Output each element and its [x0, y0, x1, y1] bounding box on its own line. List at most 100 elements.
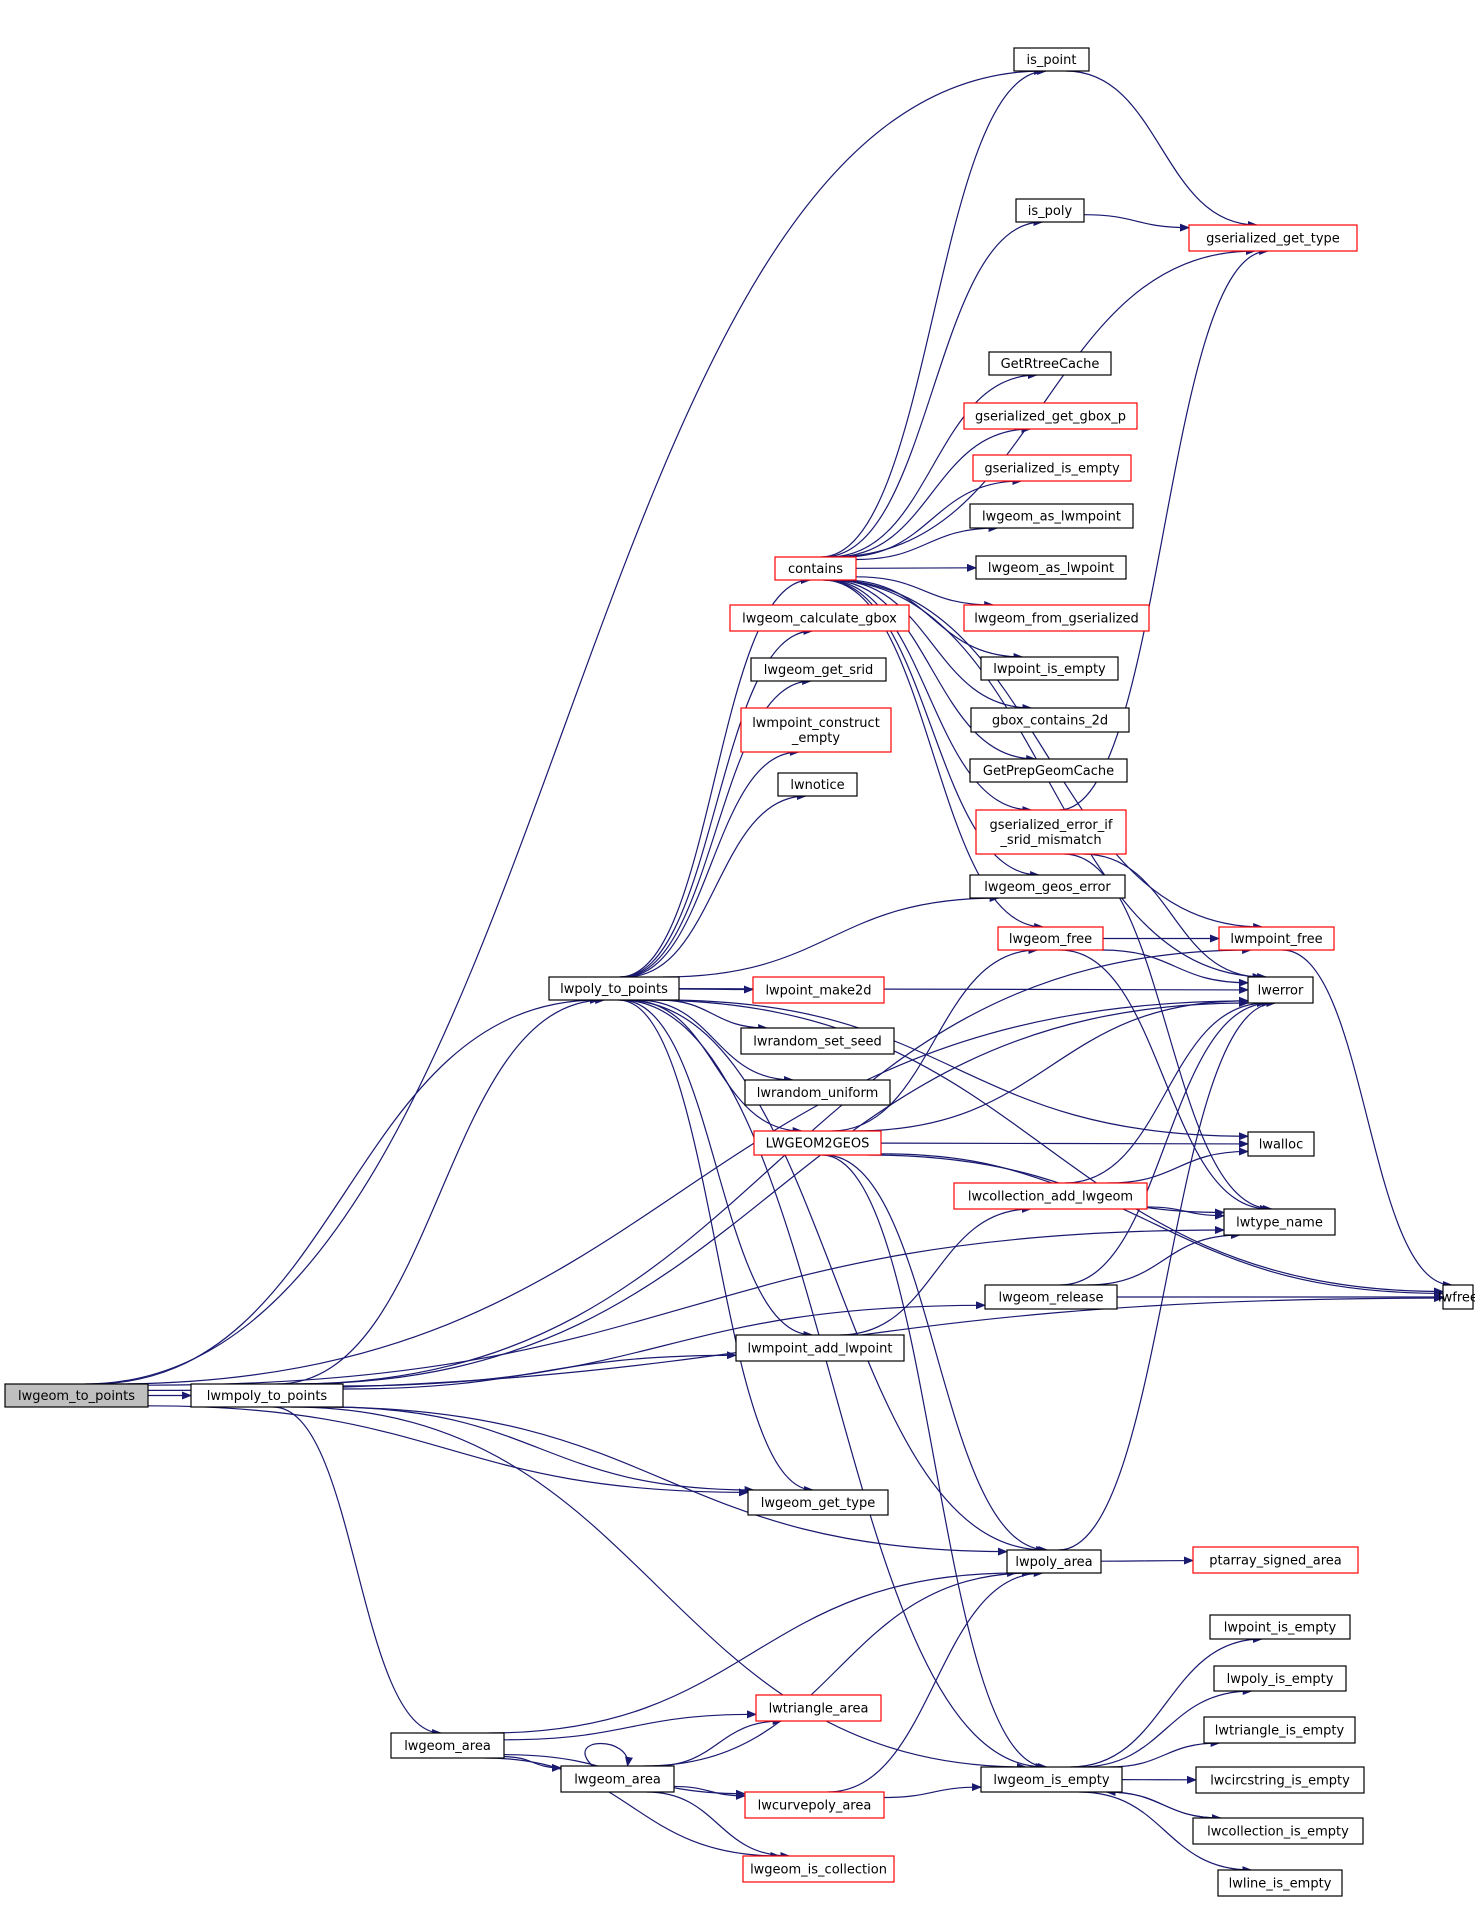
node-label: LWGEOM2GEOS [766, 1137, 870, 1152]
node-label: is_poly [1028, 204, 1073, 219]
node-lwgeom_as_lwmpoint[interactable]: lwgeom_as_lwmpoint [969, 503, 1134, 529]
node-gserialized_is_empty[interactable]: gserialized_is_empty [972, 454, 1132, 482]
node-box [1209, 1614, 1351, 1640]
node-lwfree[interactable]: lwfree [1438, 1284, 1475, 1310]
node-box [740, 1027, 895, 1055]
node-lwalloc[interactable]: lwalloc [1247, 1131, 1315, 1157]
node-GetPrepGeomCache[interactable]: GetPrepGeomCache [969, 758, 1128, 783]
node-box [969, 503, 1134, 529]
node-lwgeom_geos_error[interactable]: lwgeom_geos_error [969, 874, 1126, 899]
node-lwgeom_area_outer[interactable]: lwgeom_area [390, 1732, 505, 1759]
node-gserialized_error_if_srid_mismatch[interactable]: gserialized_error_if_srid_mismatch [975, 809, 1127, 855]
node-label: lwfree [1438, 1291, 1475, 1306]
node-GetRtreeCache[interactable]: GetRtreeCache [988, 351, 1112, 376]
node-lwgeom_release[interactable]: lwgeom_release [984, 1284, 1118, 1310]
edge-lwmpoly_to_points-to-lwpoly_to_points [276, 996, 606, 1385]
node-lwmpoint_construct_empty[interactable]: lwmpoint_construct_empty [740, 707, 892, 753]
edge-lwgeom_area_outer-to-lwgeom_is_collection [485, 1757, 781, 1860]
node-label: lwrandom_uniform [757, 1086, 879, 1101]
node-lwrandom_set_seed[interactable]: lwrandom_set_seed [740, 1027, 895, 1055]
node-box [742, 1855, 895, 1883]
node-lwcollection_is_empty[interactable]: lwcollection_is_empty [1192, 1817, 1364, 1845]
node-lwpoly_area[interactable]: lwpoly_area [1006, 1549, 1102, 1574]
edge-lwmpoly_to_points-to-lwgeom_get_type [326, 1406, 755, 1494]
node-label: _srid_mismatch [999, 833, 1101, 848]
edge-lwmpoly_to_points-to-lwgeom_area_outer [272, 1406, 443, 1737]
node-lwpoint_is_empty[interactable]: lwpoint_is_empty [1209, 1614, 1351, 1640]
node-box [980, 656, 1119, 681]
node-box [984, 1284, 1118, 1310]
node-lwcurvepoly_area[interactable]: lwcurvepoly_area [744, 1791, 885, 1819]
node-LWGEOM2GEOS[interactable]: LWGEOM2GEOS [753, 1130, 882, 1156]
node-label: lwtype_name [1236, 1216, 1323, 1231]
node-lwmpoint_free[interactable]: lwmpoint_free [1218, 926, 1335, 951]
node-lwmpoly_to_points[interactable]: lwmpoly_to_points [190, 1383, 344, 1408]
edge-lwgeom_area_inner-to-lwtriangle_area [654, 1717, 783, 1767]
edge-lwcollection_add_lwgeom-to-lwalloc [1108, 1147, 1249, 1184]
node-lwcollection_add_lwgeom[interactable]: lwcollection_add_lwgeom [953, 1182, 1148, 1210]
node-lwline_is_empty[interactable]: lwline_is_empty [1217, 1869, 1343, 1897]
node-label: lwrandom_set_seed [753, 1035, 882, 1050]
edge-lwpoly_to_points-to-lwpoly_area [622, 999, 1047, 1554]
node-label: gserialized_get_type [1206, 232, 1340, 247]
node-box [1015, 198, 1085, 223]
node-box [1217, 1869, 1343, 1897]
node-lwgeom_get_srid[interactable]: lwgeom_get_srid [750, 657, 887, 682]
edge-contains-to-gserialized_error_if_srid_mismatch [825, 579, 1033, 814]
edge-lwgeom_release-to-lwtype_name [1087, 1231, 1241, 1286]
node-lwgeom_as_lwpoint[interactable]: lwgeom_as_lwpoint [975, 555, 1127, 580]
node-lwtriangle_area[interactable]: lwtriangle_area [755, 1694, 882, 1722]
node-gserialized_get_type[interactable]: gserialized_get_type [1188, 224, 1358, 252]
node-lwnotice[interactable]: lwnotice [777, 772, 858, 797]
node-lwpoly_to_points[interactable]: lwpoly_to_points [548, 976, 680, 1001]
node-lwtriangle_is_empty[interactable]: lwtriangle_is_empty [1203, 1716, 1356, 1744]
node-contains[interactable]: contains [774, 556, 857, 581]
node-root[interactable]: lwgeom_to_points [4, 1383, 149, 1408]
edge-lwgeom_free-to-lwtype_name [1059, 949, 1270, 1213]
node-lwgeom_get_type[interactable]: lwgeom_get_type [747, 1489, 889, 1516]
node-label: lwpoint_make2d [765, 984, 871, 999]
node-gbox_contains_2d[interactable]: gbox_contains_2d [970, 707, 1130, 733]
edge-lwpoly_to_points-to-lwgeom_get_type [618, 999, 815, 1494]
node-lwgeom_from_gserialized[interactable]: lwgeom_from_gserialized [963, 604, 1150, 632]
edge-root-to-lwpoly_to_points [91, 996, 600, 1385]
node-label: lwcollection_is_empty [1207, 1825, 1349, 1840]
node-label: contains [788, 562, 843, 577]
edge-LWGEOM2GEOS-to-lwfree [867, 1154, 1444, 1298]
node-box [735, 1334, 905, 1362]
node-lwgeom_is_collection[interactable]: lwgeom_is_collection [742, 1855, 895, 1883]
edge-lwgeom_area_inner-to-lwgeom_is_collection [646, 1791, 791, 1860]
node-label: lwgeom_area [404, 1739, 491, 1754]
node-box [755, 1694, 882, 1722]
node-lwgeom_calculate_gbox[interactable]: lwgeom_calculate_gbox [729, 604, 910, 632]
node-lwpoly_is_empty[interactable]: lwpoly_is_empty [1213, 1665, 1347, 1692]
edge-lwgeom_area_inner-to-lwgeom_area_inner [584, 1742, 633, 1767]
node-lwgeom_area_inner[interactable]: lwgeom_area [560, 1765, 675, 1793]
edge-lwcollection_add_lwgeom-to-lwtype_name [1146, 1206, 1225, 1220]
edge-root-to-lwerror [110, 996, 1249, 1385]
node-label: lwgeom_is_collection [750, 1863, 887, 1878]
node-box [4, 1383, 149, 1408]
edge-contains-to-gbox_contains_2d [833, 579, 1033, 712]
node-lwmpoint_add_lwpoint[interactable]: lwmpoint_add_lwpoint [735, 1334, 905, 1362]
node-is_poly[interactable]: is_poly [1015, 198, 1085, 223]
node-gserialized_get_gbox_p[interactable]: gserialized_get_gbox_p [963, 402, 1138, 430]
node-label: lwmpoint_construct [752, 716, 880, 731]
edge-lwpoly_to_points-to-lwgeom_geos_error [662, 894, 1000, 978]
node-lwpoint_make2d[interactable]: lwpoint_make2d [752, 976, 885, 1004]
node-lwtype_name[interactable]: lwtype_name [1223, 1208, 1336, 1236]
node-lwpoint_is_empty_top[interactable]: lwpoint_is_empty [980, 656, 1119, 681]
node-lwcircstring_is_empty[interactable]: lwcircstring_is_empty [1195, 1766, 1365, 1794]
node-box [1192, 1817, 1364, 1845]
node-lwerror[interactable]: lwerror [1247, 976, 1314, 1004]
node-label: lwmpoint_add_lwpoint [748, 1342, 893, 1357]
node-ptarray_signed_area[interactable]: ptarray_signed_area [1192, 1546, 1359, 1574]
node-label: is_point [1026, 53, 1076, 68]
node-box [1223, 1208, 1336, 1236]
node-is_point[interactable]: is_point [1013, 47, 1090, 72]
edge-contains-to-lwgeom_from_gserialized [855, 576, 995, 609]
node-lwrandom_uniform[interactable]: lwrandom_uniform [744, 1079, 891, 1106]
node-label: lwpoint_is_empty [993, 662, 1106, 677]
node-lwgeom_is_empty[interactable]: lwgeom_is_empty [980, 1766, 1123, 1793]
node-lwgeom_free[interactable]: lwgeom_free [997, 926, 1104, 951]
